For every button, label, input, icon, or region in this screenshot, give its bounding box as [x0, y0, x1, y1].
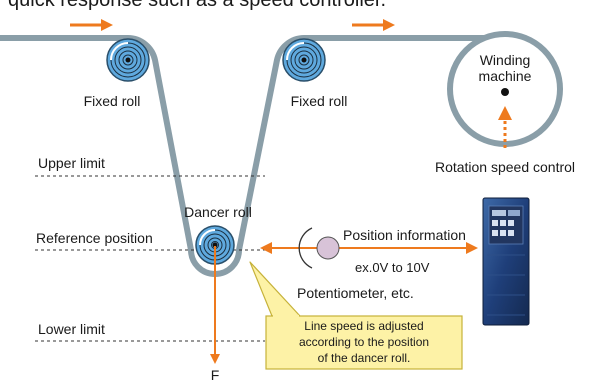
rotation-speed-control-label: Rotation speed control [435, 159, 575, 175]
dancer-roll [195, 225, 235, 265]
header-text: quick response such as a speed controlle… [8, 0, 386, 11]
winding-machine-label-2: machine [479, 68, 532, 84]
callout-line-1: Line speed is adjusted [304, 319, 423, 333]
spiral-roll-icon [286, 42, 322, 78]
lower-limit-label: Lower limit [38, 321, 105, 337]
reference-position-label: Reference position [36, 230, 153, 246]
upper-limit-label: Upper limit [38, 155, 105, 171]
spiral-roll-icon [110, 42, 146, 78]
fixed-roll-left-label: Fixed roll [84, 93, 141, 109]
position-information-label: Position information [343, 227, 466, 243]
position-information-arrow [260, 242, 478, 254]
winding-machine-label-1: Winding [480, 52, 531, 68]
winding-machine-center-dot [501, 88, 509, 96]
inverter-device-icon [482, 197, 530, 326]
fixed-roll-right [282, 38, 326, 82]
direction-arrow-right [352, 19, 395, 31]
potentiometer-label: Potentiometer, etc. [297, 285, 414, 301]
voltage-range-label: ex.0V to 10V [355, 260, 430, 275]
force-arrow [210, 246, 220, 364]
direction-arrow-left [70, 19, 113, 31]
callout-line-3: of the dancer roll. [318, 351, 411, 365]
speed-control-arrow [498, 106, 512, 148]
dancer-roll-label: Dancer roll [184, 204, 252, 220]
force-label: F [211, 367, 220, 383]
fixed-roll-left [106, 38, 150, 82]
fixed-roll-right-label: Fixed roll [291, 93, 348, 109]
callout-box: Line speed is adjusted according to the … [249, 261, 463, 370]
callout-line-2: according to the position [299, 335, 429, 349]
potentiometer-icon [298, 227, 340, 269]
